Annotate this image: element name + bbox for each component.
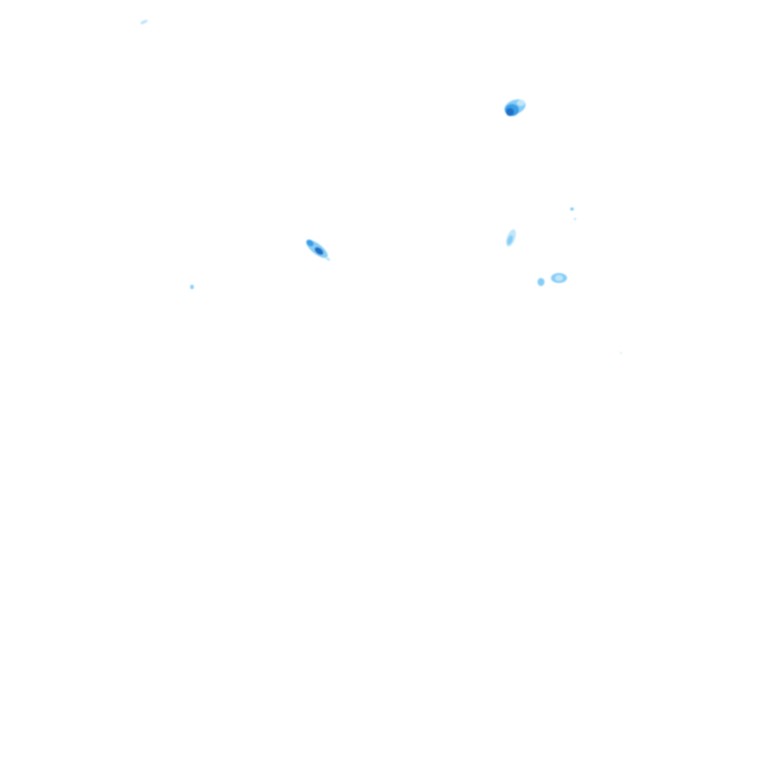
echo-central-north: [506, 229, 516, 247]
echo-central-west: [306, 239, 331, 261]
echo-north-east-core: [504, 99, 526, 116]
echo-far-north-west: [140, 19, 148, 25]
echo-east-speck: [570, 207, 577, 221]
echo-far-east-speck: [620, 352, 622, 354]
echo-west-speck: [190, 284, 194, 290]
echo-east-pair: [537, 273, 567, 286]
